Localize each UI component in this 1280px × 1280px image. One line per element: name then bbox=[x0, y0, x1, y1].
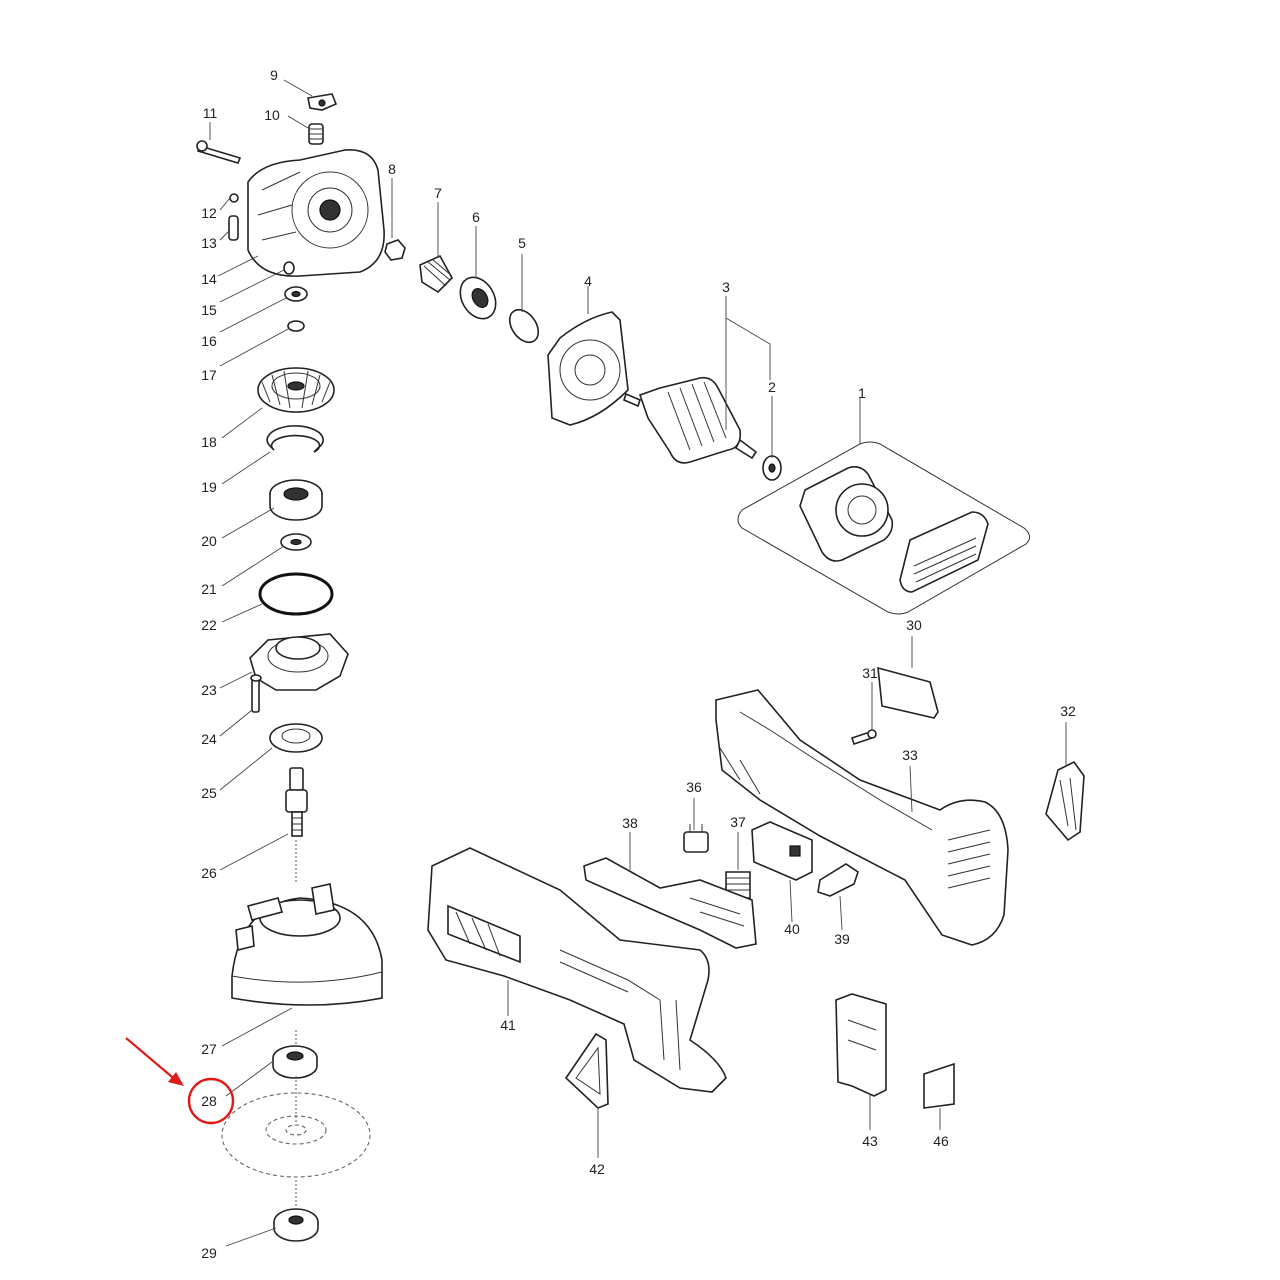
bearing-2-bore bbox=[768, 463, 776, 473]
part-label-41: 41 bbox=[500, 1017, 516, 1033]
part-label-30: 30 bbox=[906, 617, 922, 633]
part-label-40: 40 bbox=[784, 921, 800, 937]
o-ring-5 bbox=[508, 308, 540, 344]
part-label-13: 13 bbox=[201, 235, 217, 251]
terminal-43 bbox=[835, 993, 887, 1097]
o-ring-small bbox=[229, 193, 239, 203]
inner-flange-28 bbox=[272, 1045, 318, 1079]
retaining-ring-17 bbox=[287, 320, 305, 332]
retaining-ring-19 bbox=[266, 425, 324, 453]
bearing-box-23 bbox=[249, 633, 349, 691]
part-label-11: 11 bbox=[203, 105, 218, 121]
plate-46 bbox=[923, 1062, 955, 1109]
part-label-1: 1 bbox=[858, 385, 866, 401]
part-label-14: 14 bbox=[201, 271, 217, 287]
part-label-5: 5 bbox=[518, 235, 526, 251]
highlight-arrow bbox=[125, 1037, 179, 1083]
o-ring-22 bbox=[258, 572, 334, 616]
ball-bearing-20 bbox=[269, 479, 323, 521]
part-label-9: 9 bbox=[270, 67, 278, 83]
spring-pin bbox=[307, 93, 338, 111]
part-label-28: 28 bbox=[201, 1093, 217, 1109]
motor-assembly bbox=[737, 441, 1030, 615]
part-label-23: 23 bbox=[201, 682, 217, 698]
part-label-29: 29 bbox=[201, 1245, 217, 1261]
screw-31 bbox=[850, 729, 877, 746]
baffle-plate bbox=[547, 311, 629, 426]
part-label-36: 36 bbox=[686, 779, 702, 795]
controller-40 bbox=[751, 821, 813, 881]
part-label-20: 20 bbox=[201, 533, 217, 549]
part-label-42: 42 bbox=[589, 1161, 605, 1177]
switch-36 bbox=[683, 824, 709, 853]
armature bbox=[623, 376, 758, 464]
highlight-annotation bbox=[125, 1037, 235, 1125]
part-label-12: 12 bbox=[201, 205, 217, 221]
part-label-33: 33 bbox=[902, 747, 918, 763]
part-label-8: 8 bbox=[388, 161, 396, 177]
part-label-46: 46 bbox=[933, 1133, 949, 1149]
spiral-bevel-gear-18 bbox=[257, 367, 335, 413]
gear-housing bbox=[247, 149, 385, 277]
ball-bearing-6 bbox=[459, 276, 497, 320]
labyrinth-ring-25 bbox=[269, 723, 323, 753]
part-label-3: 3 bbox=[722, 279, 730, 295]
label-30 bbox=[877, 666, 939, 719]
bracket-42 bbox=[564, 1032, 609, 1109]
bracket-32 bbox=[1045, 760, 1085, 842]
part-label-39: 39 bbox=[834, 931, 850, 947]
part-label-4: 4 bbox=[584, 273, 592, 289]
part-label-10: 10 bbox=[264, 107, 280, 123]
part-label-25: 25 bbox=[201, 785, 217, 801]
spindle-26 bbox=[285, 767, 308, 837]
part-label-31: 31 bbox=[862, 665, 878, 681]
flat-washer-21-hole bbox=[290, 538, 302, 546]
part-label-24: 24 bbox=[201, 731, 217, 747]
part-label-7: 7 bbox=[434, 185, 442, 201]
leader-lines bbox=[209, 79, 1067, 1247]
pin-15 bbox=[283, 261, 295, 275]
highlight-arrowhead bbox=[168, 1072, 184, 1086]
bearing-16 bbox=[284, 286, 308, 302]
part-label-38: 38 bbox=[622, 815, 638, 831]
bevel-gear-7 bbox=[419, 254, 453, 294]
part-label-22: 22 bbox=[201, 617, 217, 633]
screw-11 bbox=[196, 140, 242, 164]
housing-cover-41 bbox=[427, 847, 727, 1093]
part-label-2: 2 bbox=[768, 379, 776, 395]
part-label-15: 15 bbox=[201, 302, 217, 318]
part-label-43: 43 bbox=[862, 1133, 878, 1149]
highlight-circle bbox=[187, 1077, 235, 1125]
compression-spring bbox=[308, 123, 324, 145]
part-label-6: 6 bbox=[472, 209, 480, 225]
switch-lever-38 bbox=[583, 857, 757, 949]
part-label-26: 26 bbox=[201, 865, 217, 881]
part-labels: 1 2 3 4 5 6 7 8 9 10 11 12 13 14 15 16 1… bbox=[201, 67, 1076, 1261]
part-label-16: 16 bbox=[201, 333, 217, 349]
part-label-37: 37 bbox=[730, 814, 746, 830]
motor-housing-33 bbox=[715, 689, 1009, 946]
screw-24 bbox=[250, 674, 262, 713]
lock-nut-29 bbox=[273, 1208, 319, 1242]
part-label-17: 17 bbox=[201, 367, 217, 383]
part-label-18: 18 bbox=[201, 434, 217, 450]
part-label-32: 32 bbox=[1060, 703, 1076, 719]
part-label-19: 19 bbox=[201, 479, 217, 495]
pin-13 bbox=[228, 215, 239, 241]
wheel-guard-27 bbox=[231, 883, 383, 1006]
part-label-21: 21 bbox=[201, 581, 217, 597]
part-label-27: 27 bbox=[201, 1041, 217, 1057]
indicator-39 bbox=[817, 863, 859, 897]
nut-8 bbox=[384, 239, 406, 261]
